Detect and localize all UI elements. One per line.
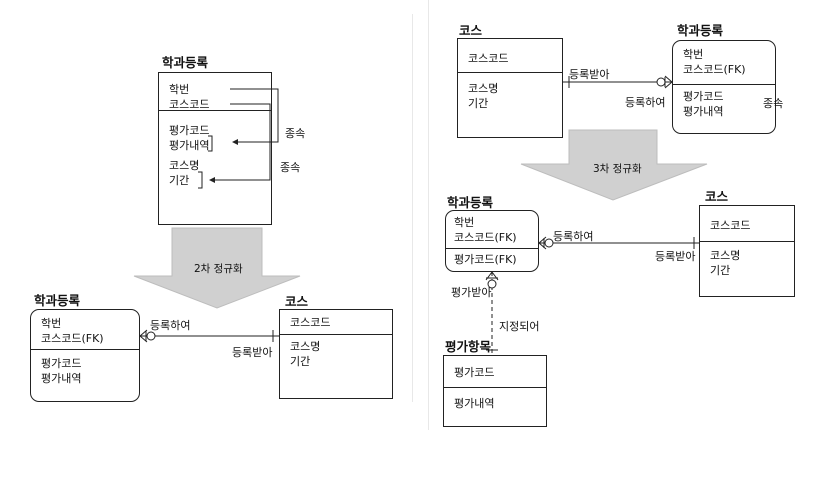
top-relationship-label-a: 등록받아	[569, 68, 610, 81]
top-entity-title: 학과등록	[162, 55, 209, 70]
mid-left-entity-title: 학과등록	[447, 195, 494, 210]
attr-student-id: 학번	[683, 48, 704, 61]
attr-period: 기간	[710, 264, 731, 277]
top-entity-box: 학번 코스코드 평가코드 평가내역 코스명 기간	[158, 72, 272, 225]
top-relationship-label-b: 등록하여	[625, 96, 666, 109]
mid-relationship-label-a: 등록하여	[553, 230, 594, 243]
mid-right-entity-title: 코스	[705, 189, 729, 204]
bottom-left-entity-title: 학과등록	[34, 293, 81, 308]
top-right-keys: 학번 코스코드(FK)	[673, 41, 775, 85]
attr-course-code-fk: 코스코드(FK)	[683, 63, 746, 76]
attr-student-id: 학번	[454, 216, 475, 229]
bottom-keys: 평가코드	[444, 356, 546, 388]
attr-course-code: 코스코드	[169, 98, 210, 111]
bottom-attrs: 평가내역	[444, 388, 546, 417]
attr-eval-detail: 평가내역	[169, 139, 210, 152]
mid-left-entity-box: 학번 코스코드(FK) 평가코드(FK)	[445, 210, 539, 272]
top-dependency-label: 종속	[763, 97, 784, 110]
top-right-entity-title: 학과등록	[677, 23, 724, 38]
top-right-attrs: 평가코드 평가내역	[673, 85, 775, 125]
attr-eval-detail: 평가내역	[41, 372, 82, 385]
mid-relationship-label-b: 등록받아	[655, 250, 696, 263]
attr-eval-detail: 평가내역	[454, 397, 495, 410]
mid-left-attrs: 평가코드(FK)	[446, 249, 538, 270]
bottom-left-attrs: 평가코드 평가내역	[31, 350, 139, 392]
attr-course-name: 코스명	[710, 249, 741, 262]
bottom-entity-title: 평가항목	[445, 339, 492, 354]
attr-period: 기간	[169, 174, 190, 187]
attr-eval-code: 평가코드	[41, 357, 82, 370]
attr-course-code-fk: 코스코드(FK)	[454, 231, 517, 244]
attr-student-id: 학번	[41, 317, 62, 330]
attr-course-name: 코스명	[169, 159, 200, 172]
mid-right-entity-box: 코스코드 코스명 기간	[699, 205, 795, 297]
dependency-label-2: 종속	[280, 161, 301, 174]
bottom-right-attrs: 코스명 기간	[280, 335, 392, 375]
vertical-relationship-label-a: 평가받아	[451, 286, 492, 299]
bottom-right-entity-title: 코스	[285, 294, 309, 309]
attr-student-id: 학번	[169, 83, 190, 96]
attr-course-name: 코스명	[468, 82, 499, 95]
attr-course-code-fk: 코스코드(FK)	[41, 332, 104, 345]
bottom-entity-box: 평가코드 평가내역	[443, 355, 547, 427]
relationship-label-b: 등록받아	[232, 346, 273, 359]
attr-eval-code: 평가코드	[169, 124, 210, 137]
attr-course-code: 코스코드	[290, 316, 331, 329]
dependency-label-1: 종속	[285, 127, 306, 140]
top-entity-attrs: 평가코드 평가내역 코스명 기간	[159, 111, 271, 194]
attr-course-code: 코스코드	[468, 52, 509, 65]
relationship-label-a: 등록하여	[150, 319, 191, 332]
attr-period: 기간	[468, 97, 489, 110]
bottom-right-keys: 코스코드	[280, 310, 392, 335]
mid-left-keys: 학번 코스코드(FK)	[446, 211, 538, 249]
top-entity-keys: 학번 코스코드	[159, 73, 271, 111]
top-left-attrs: 코스명 기간	[458, 73, 562, 117]
attr-course-code: 코스코드	[710, 219, 751, 232]
attr-eval-detail: 평가내역	[683, 105, 724, 118]
top-left-entity-title: 코스	[459, 23, 483, 38]
attr-course-name: 코스명	[290, 340, 321, 353]
second-normal-form-panel: 학과등록 학번 코스코드 평가코드 평가내역 코스명 기간 종속 종속	[0, 14, 413, 402]
bottom-left-entity-box: 학번 코스코드(FK) 평가코드 평가내역	[30, 309, 140, 402]
stage-label-right: 3차 정규화	[593, 163, 642, 175]
bottom-right-entity-box: 코스코드 코스명 기간	[279, 309, 393, 399]
bottom-left-keys: 학번 코스코드(FK)	[31, 310, 139, 350]
top-right-entity-box: 학번 코스코드(FK) 평가코드 평가내역	[672, 40, 776, 134]
third-normal-form-panel: 코스 코스코드 코스명 기간 등록받아 등록하여 학과등록 학번 코스코드(FK…	[428, 0, 836, 430]
attr-eval-code: 평가코드	[454, 366, 495, 379]
attr-period: 기간	[290, 355, 311, 368]
mid-right-attrs: 코스명 기간	[700, 242, 794, 284]
vertical-relationship-label-b: 지정되어	[499, 320, 540, 333]
mid-right-keys: 코스코드	[700, 206, 794, 242]
top-left-entity-box: 코스코드 코스명 기간	[457, 38, 563, 138]
top-left-keys: 코스코드	[458, 39, 562, 73]
attr-eval-code: 평가코드	[683, 90, 724, 103]
stage-label: 2차 정규화	[194, 263, 243, 275]
attr-eval-code-fk: 평가코드(FK)	[454, 253, 517, 266]
